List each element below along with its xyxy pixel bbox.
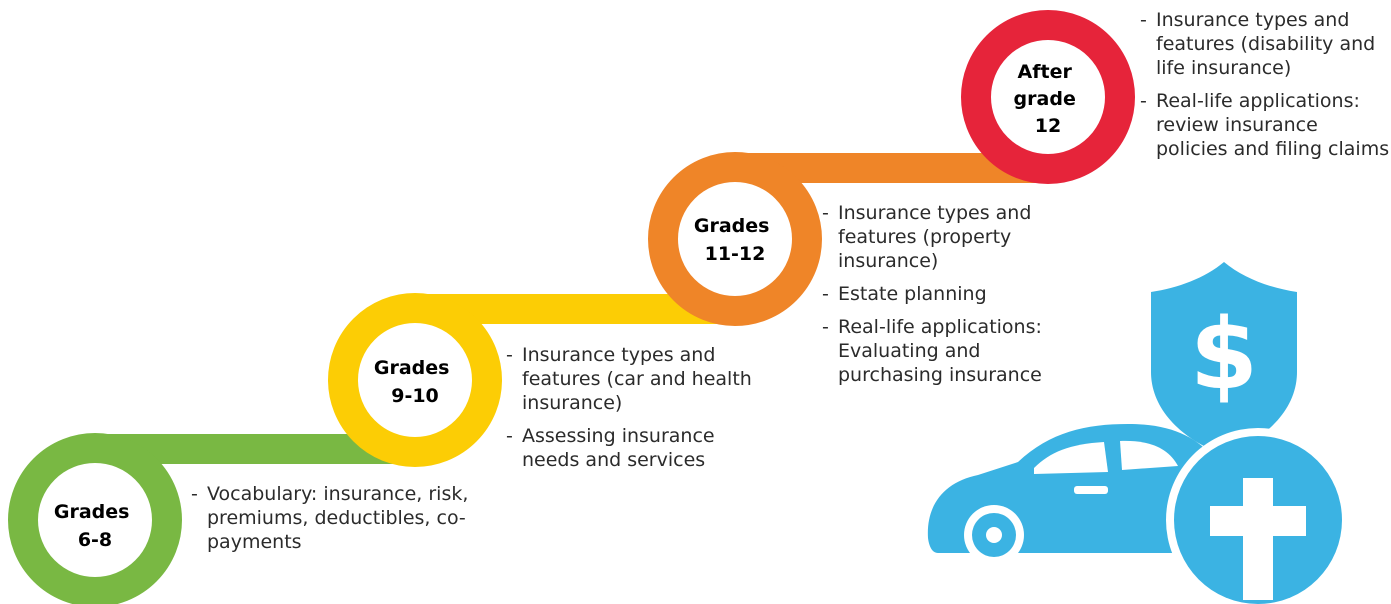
car-wheel-hub	[986, 527, 1002, 543]
dollar-sign: $	[1190, 298, 1258, 412]
insurance-illustration: $	[927, 262, 1350, 604]
bullet-item: Real-life applications: Evaluating and p…	[822, 315, 1082, 387]
stage-node-grades-9-10: Grades 9-10	[328, 293, 502, 467]
stage-node-after-grade-12: After grade 12	[961, 10, 1135, 184]
car-window-front	[1034, 442, 1108, 474]
stage-ring	[648, 152, 822, 326]
bullet-item: Estate planning	[822, 282, 1082, 306]
stage-label: Grades 6-8	[54, 501, 136, 551]
plus-horizontal-bar	[1210, 506, 1306, 536]
car-door-handle	[1074, 486, 1108, 494]
stage-bullets-grades-11-12: Insurance types and features (property i…	[822, 201, 1082, 396]
stage-label-line: 9-10	[391, 385, 439, 407]
stage-bullets-grades-9-10: Insurance types and features (car and he…	[506, 343, 766, 481]
bullet-item: Insurance types and features (disability…	[1140, 8, 1390, 80]
stage-ring	[961, 10, 1135, 184]
stage-node-grades-11-12: Grades 11-12	[648, 152, 822, 326]
stage-label: Grades 9-10	[374, 357, 456, 407]
bullet-item: Vocabulary: insurance, risk, premiums, d…	[191, 482, 481, 554]
stage-node-grades-6-8: Grades 6-8	[8, 433, 182, 604]
bullet-item: Insurance types and features (property i…	[822, 201, 1082, 273]
stage-label-line: Grades	[694, 215, 770, 237]
shield-dollar-icon	[1151, 262, 1297, 455]
bullet-item: Assessing insurance needs and services	[506, 424, 766, 472]
stage-label-line: Grades	[54, 501, 130, 523]
plus-circle-icon	[1174, 436, 1342, 604]
stage-ring	[8, 433, 182, 604]
stage-label-line: grade	[1014, 88, 1076, 110]
stage-label: Grades 11-12	[694, 215, 776, 265]
bullet-item: Insurance types and features (car and he…	[506, 343, 766, 415]
plus-vertical-bar	[1243, 478, 1273, 600]
car-icon	[927, 424, 1240, 565]
stage-label-line: 11-12	[705, 243, 766, 265]
stage-label-line: 6-8	[78, 529, 112, 551]
stage-ring	[328, 293, 502, 467]
stage-label-line: After	[1018, 61, 1073, 83]
stage-bullets-after-grade-12: Insurance types and features (disability…	[1140, 8, 1390, 170]
stage-label-line: 12	[1035, 115, 1061, 137]
stage-label-line: Grades	[374, 357, 450, 379]
stage-label: After grade 12	[1014, 61, 1083, 137]
stage-bullets-grades-6-8: Vocabulary: insurance, risk, premiums, d…	[191, 482, 481, 563]
car-window-rear	[1120, 440, 1178, 470]
bullet-item: Real-life applications: review insurance…	[1140, 89, 1390, 161]
